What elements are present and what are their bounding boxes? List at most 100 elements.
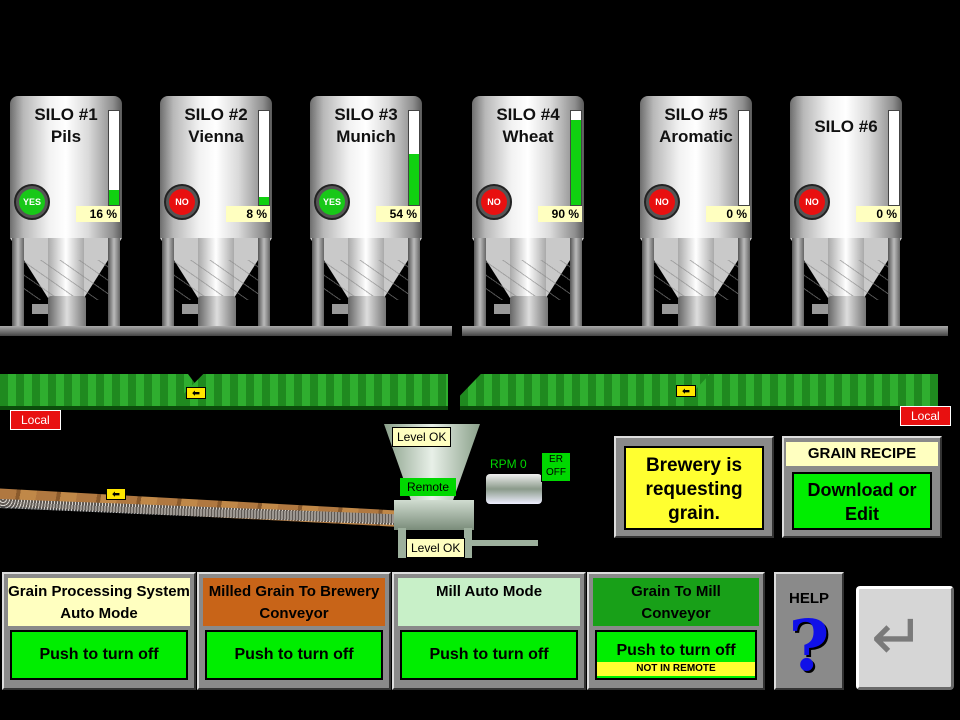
silo-level-fill: [259, 197, 269, 205]
silo-valve: [828, 296, 866, 330]
left-conveyor-local-tag[interactable]: Local: [10, 410, 61, 430]
mill-auto-off-button[interactable]: Push to turn off: [400, 630, 578, 680]
silo-conveyor-right-b: [690, 374, 938, 410]
silo-level-gauge: [570, 110, 582, 206]
rpm-value: 0: [520, 457, 527, 471]
silo-title: SILO #5: [664, 105, 728, 124]
enter-button[interactable]: ↵: [856, 586, 954, 690]
silo-level-readout: 0 %: [706, 206, 750, 222]
mill-motor: [486, 474, 542, 504]
panel-title: Grain To Mill Conveyor: [593, 578, 759, 626]
silo-title: SILO #4: [496, 105, 560, 124]
hopper-level-indicator: Level OK: [392, 427, 452, 447]
silo-status-text: NO: [799, 189, 825, 215]
rpm-label: RPM: [490, 457, 517, 471]
silo-status-lamp[interactable]: NO: [794, 184, 830, 220]
panel-milled-grain-conveyor: Milled Grain To Brewery Conveyor Push to…: [197, 572, 391, 690]
right-conveyor-direction-arrow-icon: ⬅: [676, 385, 696, 397]
silo-level-gauge: [408, 110, 420, 206]
silo-valve-arm: [332, 304, 348, 314]
brewery-belt-direction-arrow-icon: ⬅: [106, 488, 126, 500]
silo-conveyor-left-a: [0, 374, 200, 410]
brewery-request-message: Brewery is requesting grain.: [624, 446, 764, 530]
silo-title: SILO #1: [34, 105, 98, 124]
silo-status-lamp[interactable]: NO: [164, 184, 200, 220]
silo-leg: [162, 238, 174, 332]
silo-level-fill: [409, 154, 419, 205]
silo-valve-arm: [32, 304, 48, 314]
silo-title: SILO #2: [184, 105, 248, 124]
silo-leg: [258, 238, 270, 332]
output-level-indicator: Level OK: [406, 538, 466, 558]
silo-status-text: YES: [319, 189, 345, 215]
silo-valve: [198, 296, 236, 330]
mill-rpm-readout: RPM 0: [490, 457, 527, 471]
silo-level-fill: [109, 189, 119, 205]
silo-status-text: NO: [649, 189, 675, 215]
grain-to-mill-conveyor-off-button[interactable]: Push to turn off NOT IN REMOTE: [595, 630, 757, 680]
silo-level-fill: [571, 120, 581, 205]
silo-grain: Aromatic: [659, 127, 733, 146]
left-conveyor-direction-arrow-icon: ⬅: [186, 387, 206, 399]
silo-valve-arm: [812, 304, 828, 314]
silo-level-readout: 54 %: [376, 206, 420, 222]
silo-leg: [12, 238, 24, 332]
help-label: HELP: [788, 590, 829, 607]
silo-leg: [570, 238, 582, 332]
silo-status-text: NO: [481, 189, 507, 215]
silo-floor-right: [462, 326, 948, 336]
silo-level-readout: 16 %: [76, 206, 120, 222]
silo-valve-arm: [494, 304, 510, 314]
silo-status-lamp[interactable]: YES: [14, 184, 50, 220]
recipe-download-edit-button[interactable]: Download or Edit: [792, 472, 932, 530]
grain-recipe-title: GRAIN RECIPE: [786, 442, 938, 466]
panel-title: Milled Grain To Brewery Conveyor: [203, 578, 385, 626]
silo-leg: [108, 238, 120, 332]
silo-brace: [802, 260, 890, 300]
silo-valve-arm: [182, 304, 198, 314]
silo-level-gauge: [888, 110, 900, 206]
silo-level-readout: 8 %: [226, 206, 270, 222]
silo-leg: [408, 238, 420, 332]
right-conveyor-local-tag[interactable]: Local: [900, 406, 951, 426]
panel-grain-to-mill-conveyor: Grain To Mill Conveyor Push to turn off …: [587, 572, 765, 690]
mill-remote-tag[interactable]: Remote: [400, 478, 456, 496]
not-in-remote-warning: NOT IN REMOTE: [597, 662, 755, 676]
silo-brace: [322, 260, 410, 300]
silo-status-lamp[interactable]: NO: [476, 184, 512, 220]
silo-leg: [738, 238, 750, 332]
panel-grain-processing-auto: Grain Processing System Auto Mode Push t…: [2, 572, 196, 690]
silo-grain: Munich: [336, 127, 396, 146]
silo-status-lamp[interactable]: NO: [644, 184, 680, 220]
enter-return-icon: ↵: [871, 601, 925, 673]
silo-valve: [678, 296, 716, 330]
silo-brace: [172, 260, 260, 300]
silo-grain: Pils: [50, 127, 82, 146]
button-label: Push to turn off: [616, 642, 736, 659]
silo-leg: [474, 238, 486, 332]
silo-level-gauge: [258, 110, 270, 206]
silo-leg: [888, 238, 900, 332]
mill-rail: [398, 540, 538, 546]
grain-processing-off-button[interactable]: Push to turn off: [10, 630, 188, 680]
silo-valve: [48, 296, 86, 330]
milled-grain-conveyor-off-button[interactable]: Push to turn off: [205, 630, 383, 680]
silo-status-lamp[interactable]: YES: [314, 184, 350, 220]
silo-valve: [510, 296, 548, 330]
help-question-icon: ?: [788, 604, 830, 687]
silo-leg: [642, 238, 654, 332]
panel-title: Grain Processing System Auto Mode: [8, 578, 190, 626]
silo-status-text: YES: [19, 189, 45, 215]
silo-leg: [312, 238, 324, 332]
silo-floor-left: [0, 326, 452, 336]
silo-level-gauge: [108, 110, 120, 206]
help-button[interactable]: HELP ?: [774, 572, 844, 690]
silo-grain: Vienna: [188, 127, 244, 146]
er-off-indicator[interactable]: ER OFF: [541, 452, 571, 482]
